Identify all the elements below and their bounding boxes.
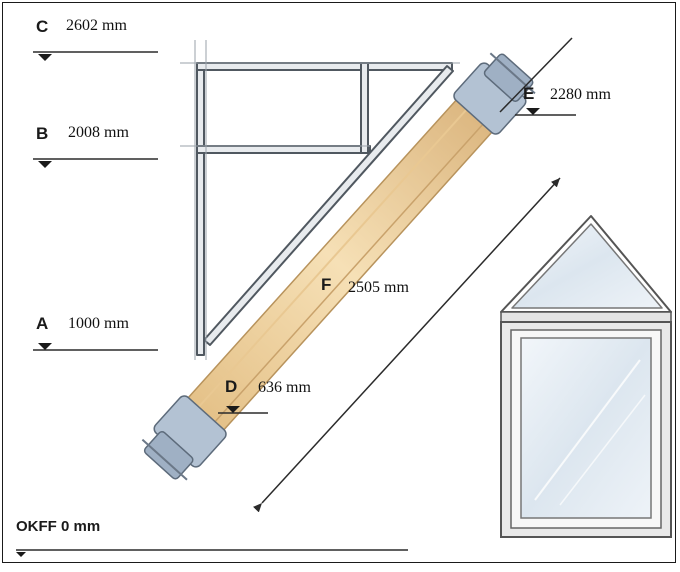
level-b-value: 2008 mm bbox=[68, 124, 129, 141]
level-line-d bbox=[218, 406, 268, 414]
level-b-letter: B bbox=[36, 124, 48, 143]
level-a-letter: A bbox=[36, 314, 48, 333]
level-c-letter: C bbox=[36, 17, 48, 36]
dimension-f-letter: F bbox=[321, 275, 331, 294]
gable-window-elevation bbox=[500, 215, 672, 538]
top-flashing-hardware bbox=[453, 52, 536, 135]
dimension-f-value: 2505 mm bbox=[348, 279, 409, 296]
level-line-e bbox=[515, 108, 576, 116]
okff-label: OKFF 0 mm bbox=[16, 518, 100, 535]
level-line-c bbox=[33, 51, 158, 61]
level-line-a bbox=[33, 343, 158, 351]
level-line-okff bbox=[16, 549, 408, 557]
level-e-letter: E bbox=[523, 84, 534, 103]
level-e-value: 2280 mm bbox=[550, 86, 611, 103]
bottom-flashing-hardware bbox=[141, 395, 227, 481]
level-d-value: 636 mm bbox=[258, 379, 311, 396]
level-line-b bbox=[33, 158, 158, 168]
level-a-value: 1000 mm bbox=[68, 315, 129, 332]
roof-line bbox=[499, 37, 573, 113]
level-d-letter: D bbox=[225, 377, 237, 396]
level-c-value: 2602 mm bbox=[66, 17, 127, 34]
dimension-f-arrow bbox=[252, 177, 561, 513]
